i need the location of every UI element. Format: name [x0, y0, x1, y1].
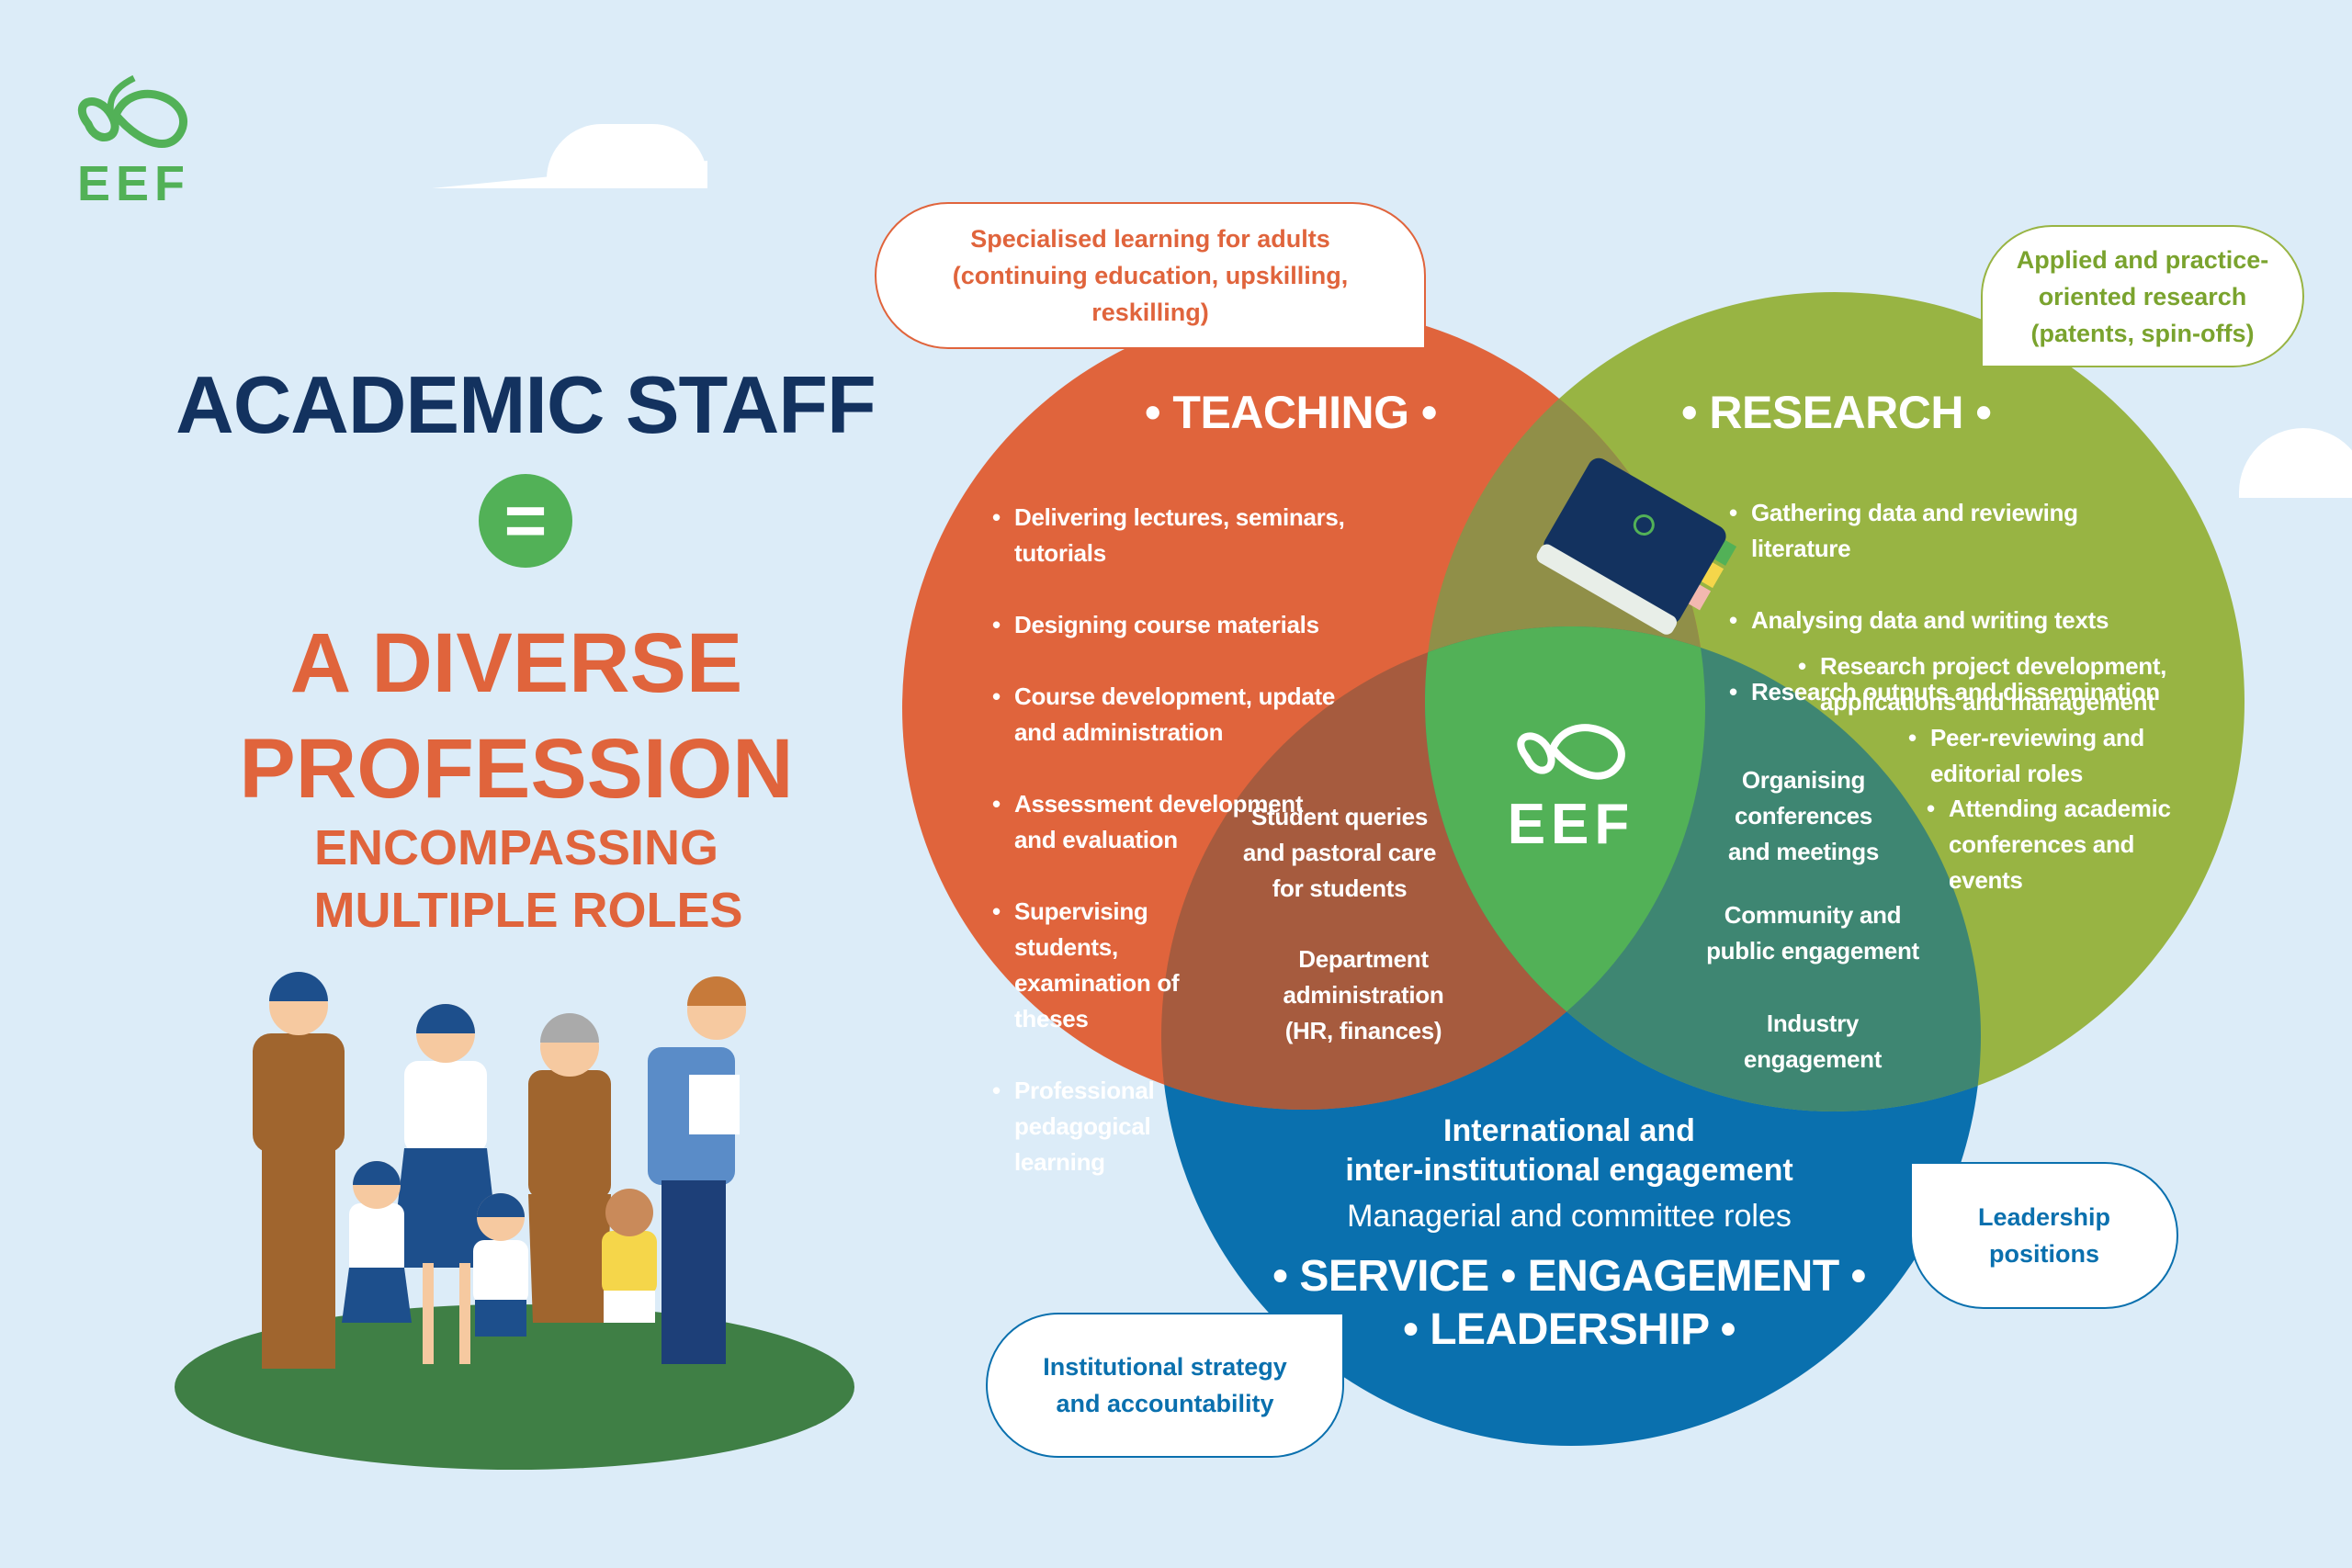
person-elder-woman: [528, 1013, 611, 1323]
list-item: Assessment development and evaluation: [990, 786, 1395, 858]
managerial-roles-text: Managerial and committee roles: [1347, 1199, 1792, 1234]
academic-staff-title: ACADEMIC STAFF: [175, 359, 876, 450]
list-item: Analysing data and writing texts: [1727, 603, 2205, 638]
research-title: • RESEARCH •: [1681, 387, 1992, 438]
list-item: Peer-reviewing and editorial roles: [1906, 720, 2200, 792]
diverse-title: A DIVERSE: [289, 616, 743, 710]
callout-specialised-learning: Specialised learning for adults (continu…: [875, 202, 1426, 349]
callout-leadership-positions: Leadership positions: [1910, 1162, 2178, 1309]
children: [342, 1161, 657, 1337]
research-list-3: Peer-reviewing and editorial roles: [1906, 684, 2200, 828]
research-list-4: Attending academic conferences and event…: [1925, 755, 2219, 934]
person-man-uniform: [253, 972, 345, 1369]
list-item: Attending academic conferences and event…: [1925, 791, 2219, 898]
leadership-title: • LEADERSHIP •: [1403, 1305, 1736, 1354]
eef-center-logo-icon: [1517, 724, 1625, 780]
book-icon: [1536, 457, 1737, 635]
department-admin-text: Department administration (HR, finances): [1283, 945, 1444, 1044]
community-engagement-text: Community and public engagement: [1706, 901, 1919, 964]
center-eef-text: EEF: [1507, 793, 1635, 856]
person-man-certificate: [648, 976, 746, 1364]
list-item: Professional pedagogical learning: [990, 1073, 1395, 1180]
inter-institutional-text: inter-institutional engagement: [1345, 1153, 1793, 1188]
student-queries-text: Student queries and pastoral care for st…: [1242, 803, 1437, 902]
person-woman-student: [390, 1004, 501, 1364]
staff-illustration: [175, 972, 854, 1470]
list-item: Designing course materials: [990, 607, 1395, 643]
research-list-2: Research project development, applicatio…: [1796, 613, 2228, 756]
equals-icon: =: [503, 479, 548, 561]
service-engagement-title: • SERVICE • ENGAGEMENT •: [1272, 1252, 1866, 1301]
list-item: Gathering data and reviewing literature: [1727, 495, 2205, 567]
organising-conferences-text: Organising conferences and meetings: [1728, 766, 1879, 865]
list-item: Delivering lectures, seminars, tutorials: [990, 500, 1395, 571]
eef-logo: EEF: [70, 73, 198, 211]
callout-institutional-strategy: Institutional strategy and accountabilit…: [986, 1313, 1344, 1458]
industry-engagement-text: Industry engagement: [1743, 1010, 1883, 1073]
callout-applied-research: Applied and practice- oriented research …: [1981, 225, 2304, 367]
teaching-title: • TEACHING •: [1145, 387, 1437, 438]
encompassing-subtitle: ENCOMPASSING: [313, 820, 719, 875]
butterfly-logo-icon: [77, 74, 187, 148]
profession-title: PROFESSION: [239, 722, 794, 816]
multiple-roles-subtitle: MULTIPLE ROLES: [313, 883, 743, 938]
list-item: Course development, update and administr…: [990, 679, 1395, 750]
list-item: Research project development, applicatio…: [1796, 649, 2228, 720]
international-text: International and: [1443, 1113, 1695, 1148]
teaching-list: Delivering lectures, seminars, tutorials…: [990, 464, 1395, 1216]
logo-text: EEF: [77, 156, 191, 211]
cloud-decoration: [547, 124, 707, 188]
equals-badge: =: [479, 474, 572, 568]
list-item: Supervising students, examination of the…: [990, 894, 1395, 1037]
